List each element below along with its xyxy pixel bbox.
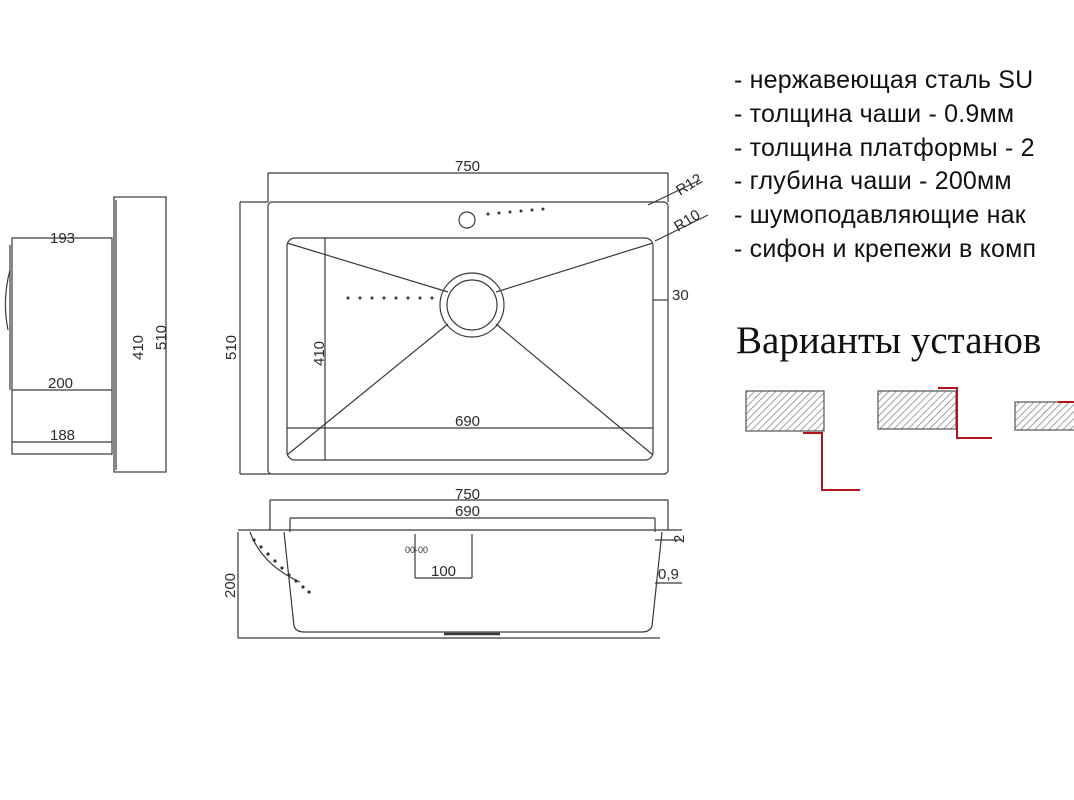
dim-750-front: 750 [455, 486, 480, 503]
variant-3 [1014, 401, 1074, 431]
dim-193: 193 [50, 230, 75, 247]
variant-2 [877, 387, 992, 439]
spec-item: - толщина платформы - 2 [734, 133, 1035, 162]
dim-510-top: 510 [223, 335, 240, 360]
side-view [4, 196, 167, 473]
spec-item: - глубина чаши - 200мм [734, 167, 1012, 196]
drain-outer [439, 272, 505, 338]
variant-1 [745, 390, 860, 491]
spec-item: - толщина чаши - 0.9мм [734, 99, 1015, 128]
drain-inner [446, 279, 498, 331]
spec-item: - нержавеющая сталь SU [734, 66, 1034, 94]
dim-410-side: 410 [130, 335, 147, 360]
dim-510-side: 510 [153, 325, 170, 350]
dim-690-front: 690 [455, 503, 480, 520]
dotted-leaders [346, 207, 545, 300]
dim-0-9: 0,9 [658, 566, 679, 583]
top-view [239, 172, 709, 475]
dim-410-top: 410 [311, 341, 328, 366]
spec-item: - шумоподавляющие нак [734, 201, 1026, 230]
dim-690-top: 690 [455, 413, 480, 430]
front-view [237, 499, 682, 639]
dotted-profile [252, 538, 311, 594]
platform-outline [267, 201, 669, 475]
spec-item: - сифон и крепежи в комп [734, 234, 1037, 263]
dim-100: 100 [431, 563, 456, 580]
dim-200: 200 [48, 375, 73, 392]
dim-drain-small: 00-00 [405, 545, 428, 555]
dim-750-top: 750 [455, 158, 480, 175]
side-outline [11, 237, 113, 455]
bowl-outline [286, 237, 654, 461]
dim-188: 188 [50, 427, 75, 444]
faucet-hole [458, 211, 476, 229]
bowl-profile [283, 531, 663, 633]
side-body [113, 196, 167, 473]
dim-200-front: 200 [222, 573, 239, 598]
dim-r12: R12 [673, 170, 705, 199]
variants-title: Варианты установ [736, 319, 1042, 362]
dim-30: 30 [672, 287, 689, 304]
spec-list: - нержавеющая сталь SU - толщина чаши - … [734, 64, 1036, 267]
dim-2: 2 [671, 535, 688, 543]
